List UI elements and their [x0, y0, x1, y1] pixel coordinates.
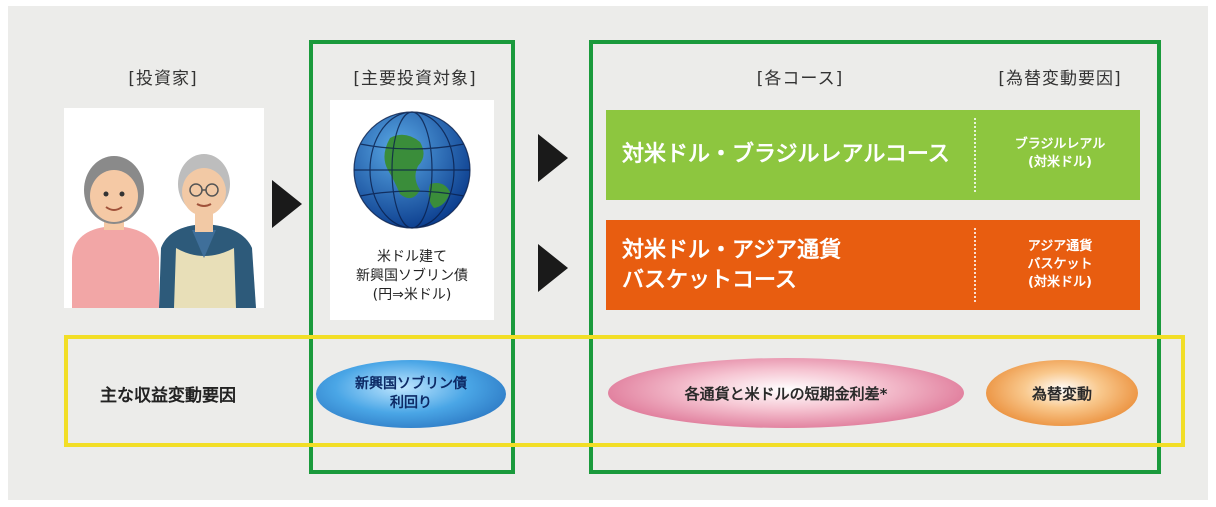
rate-differential-ellipse: 各通貨と米ドルの短期金利差*: [608, 358, 964, 428]
course-asia-fx-line2: バスケット: [1027, 257, 1093, 272]
revenue-factor-label: 主な収益変動要因: [100, 386, 236, 406]
course-asia-basket: 対米ドル・アジア通貨 バスケットコース アジア通貨 バスケット (対米ドル): [606, 220, 1140, 310]
fx-factor-header: [為替変動要因]: [998, 69, 1122, 89]
course-brazil-fx: ブラジルレアル (対米ドル): [980, 136, 1140, 172]
course-asia-name-line1: 対米ドル・アジア通貨: [622, 238, 842, 263]
course-brazil-name: 対米ドル・ブラジルレアルコース: [622, 142, 950, 167]
main-investment-line1: 米ドル建て: [377, 249, 447, 265]
course-divider: [974, 118, 976, 192]
course-brazil-fx-line1: ブラジルレアル: [1014, 137, 1106, 152]
investor-header: [投資家]: [128, 69, 198, 89]
course-brazil-fx-line2: (対米ドル): [1028, 155, 1092, 170]
main-investment-line3: (円⇒米ドル): [372, 287, 452, 303]
arrow-right-icon: [272, 180, 302, 228]
sovereign-yield-line2: 利回り: [390, 395, 432, 411]
main-investment-line2: 新興国ソブリン債: [356, 268, 468, 284]
globe-icon: [353, 111, 471, 229]
sovereign-yield-line1: 新興国ソブリン債: [355, 376, 467, 392]
main-investment-card: 米ドル建て 新興国ソブリン債 (円⇒米ドル): [330, 100, 494, 320]
sovereign-yield-ellipse: 新興国ソブリン債 利回り: [316, 360, 506, 428]
arrow-right-icon: [538, 134, 568, 182]
course-brazil-real: 対米ドル・ブラジルレアルコース ブラジルレアル (対米ドル): [606, 110, 1140, 200]
investors-illustration: [64, 108, 264, 308]
revenue-factors-frame: [64, 335, 1185, 447]
main-investment-header: [主要投資対象]: [353, 69, 477, 89]
elderly-couple-icon: [72, 154, 256, 308]
courses-header: [各コース]: [756, 69, 844, 89]
arrow-right-icon: [538, 244, 568, 292]
main-investment-text: 米ドル建て 新興国ソブリン債 (円⇒米ドル): [330, 248, 494, 305]
course-asia-fx: アジア通貨 バスケット (対米ドル): [980, 238, 1140, 292]
course-asia-name: 対米ドル・アジア通貨 バスケットコース: [622, 236, 841, 296]
course-asia-name-line2: バスケットコース: [622, 268, 797, 293]
course-asia-fx-line1: アジア通貨: [1027, 239, 1093, 254]
course-divider: [974, 228, 976, 302]
course-asia-fx-line3: (対米ドル): [1028, 275, 1092, 290]
main-investment-frame: [309, 40, 515, 474]
fx-change-ellipse: 為替変動: [986, 360, 1138, 426]
courses-frame: [589, 40, 1161, 474]
